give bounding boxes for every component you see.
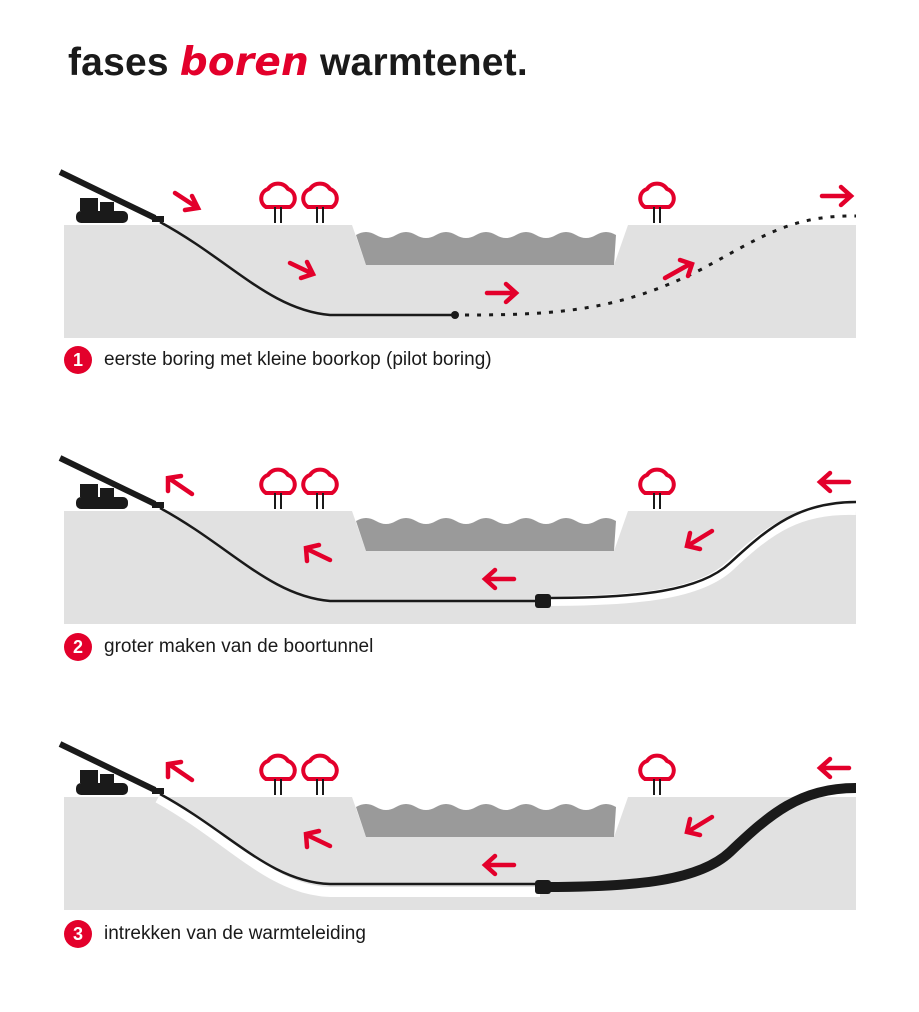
title-accent: boren <box>179 40 309 85</box>
phase-caption-text: intrekken van de warmteleiding <box>104 923 366 944</box>
phase-diagram-3 <box>58 737 857 910</box>
drill-rig-icon <box>58 165 164 223</box>
ground <box>64 225 856 338</box>
water-wave-icon <box>356 518 616 551</box>
phase-caption-text: eerste boring met kleine boorkop (pilot … <box>104 349 492 370</box>
drill-rig-icon <box>58 451 164 509</box>
phase-number-badge: 1 <box>64 346 92 374</box>
phase-panel-1: 1 eerste boring met kleine boorkop (pilo… <box>0 150 919 440</box>
reamed-path <box>544 500 857 600</box>
page-title: fases boren warmtenet. <box>68 40 528 85</box>
tree-icon <box>259 181 297 223</box>
phase-diagram-2 <box>58 451 857 624</box>
title-suffix: warmtenet. <box>320 41 528 84</box>
water-wave-icon <box>356 232 616 265</box>
arrow-icon <box>172 184 855 305</box>
phase-caption-3: 3 intrekken van de warmteleiding <box>64 920 366 948</box>
tree-icon <box>638 181 676 223</box>
tree-icon <box>638 753 676 795</box>
phase-caption-1: 1 eerste boring met kleine boorkop (pilo… <box>64 346 492 374</box>
phase-number-badge: 2 <box>64 633 92 661</box>
tree-icon <box>301 467 339 509</box>
drill-rig-icon <box>58 737 164 795</box>
enlarged-tunnel <box>155 793 540 897</box>
tree-icon <box>638 467 676 509</box>
bore-path <box>159 792 540 886</box>
bore-path <box>159 506 535 603</box>
bore-path <box>159 220 452 317</box>
phase-caption-2: 2 groter maken van de boortunnel <box>64 633 373 661</box>
enlarged-tunnel <box>544 504 857 606</box>
phase-caption-text: groter maken van de boortunnel <box>104 636 374 657</box>
arrow-icon <box>165 470 852 591</box>
phase-panel-2: 2 groter maken van de boortunnel <box>0 436 919 726</box>
reamer-head <box>535 594 551 608</box>
reamer-head <box>535 880 551 894</box>
tree-icon <box>259 753 297 795</box>
tree-icon <box>301 181 339 223</box>
heat-pipe <box>544 783 857 892</box>
phase-panel-3: 3 intrekken van de warmteleiding <box>0 722 919 1012</box>
water-wave-icon <box>356 804 616 837</box>
tree-icon <box>259 467 297 509</box>
arrow-icon <box>165 756 852 877</box>
phase-number-badge: 3 <box>64 920 92 948</box>
tree-icon <box>301 753 339 795</box>
phase-diagram-1 <box>58 165 857 338</box>
planned-path <box>464 214 857 317</box>
title-prefix: fases <box>68 41 169 84</box>
